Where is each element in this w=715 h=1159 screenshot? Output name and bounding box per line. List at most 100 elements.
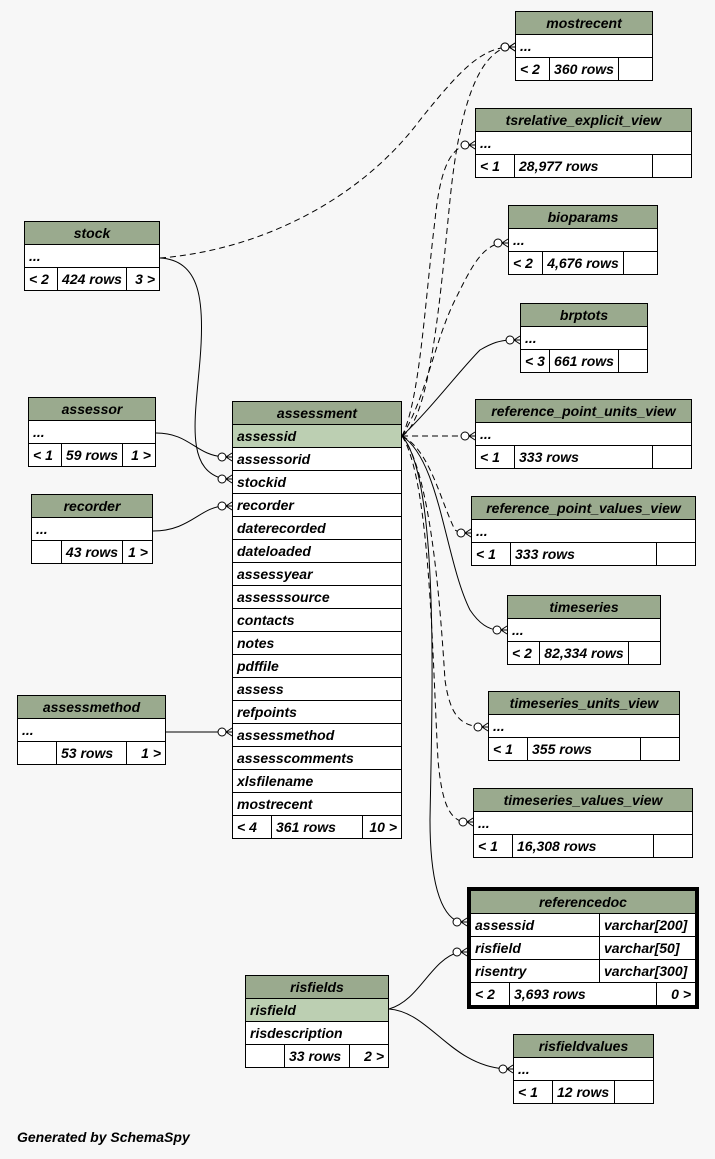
column-row[interactable]: ... bbox=[489, 715, 679, 738]
children-count: 10 > bbox=[362, 816, 401, 838]
table-title[interactable]: timeseries_values_view bbox=[474, 789, 692, 812]
column-row[interactable]: ... bbox=[521, 327, 647, 350]
column-row[interactable]: ... bbox=[25, 245, 159, 268]
column-row[interactable]: recorder bbox=[233, 494, 401, 517]
column-name: risfield bbox=[250, 1002, 296, 1018]
table-bioparams[interactable]: bioparams... < 2 4,676 rows bbox=[508, 205, 658, 275]
column-row[interactable]: assessorid bbox=[233, 448, 401, 471]
table-title[interactable]: referencedoc bbox=[471, 891, 695, 914]
relationship-assessment-to-timeseries_values_view bbox=[401, 435, 466, 823]
relationship-end-marker bbox=[460, 140, 470, 150]
row-count: 53 rows bbox=[56, 742, 126, 764]
table-title[interactable]: mostrecent bbox=[516, 12, 652, 35]
column-row[interactable]: ... bbox=[32, 518, 152, 541]
column-row[interactable]: ... bbox=[474, 812, 692, 835]
relationship-end-marker bbox=[500, 42, 510, 52]
table-title[interactable]: reference_point_values_view bbox=[472, 497, 695, 520]
table-title[interactable]: assessmethod bbox=[18, 696, 165, 719]
parents-count: < 2 bbox=[513, 255, 533, 271]
column-row[interactable]: assesscomments bbox=[233, 747, 401, 770]
column-row[interactable]: ... bbox=[476, 423, 691, 446]
table-title[interactable]: brptots bbox=[521, 304, 647, 327]
column-row[interactable]: pdffile bbox=[233, 655, 401, 678]
column-row[interactable]: mostrecent bbox=[233, 793, 401, 816]
table-title[interactable]: risfields bbox=[246, 976, 388, 999]
table-title[interactable]: assessor bbox=[29, 398, 155, 421]
column-row[interactable]: risfield bbox=[246, 999, 388, 1022]
relationship-end-marker bbox=[505, 335, 515, 345]
column-row[interactable]: ... bbox=[508, 619, 660, 642]
row-count: 82,334 rows bbox=[539, 642, 627, 664]
column-row[interactable]: assessyear bbox=[233, 563, 401, 586]
column-name: ... bbox=[493, 718, 505, 734]
column-row[interactable]: ... bbox=[516, 35, 652, 58]
column-row[interactable]: risdescription bbox=[246, 1022, 388, 1045]
column-name: recorder bbox=[237, 497, 294, 513]
children-count bbox=[653, 835, 692, 857]
column-row[interactable]: assessmethod bbox=[233, 724, 401, 747]
table-title[interactable]: recorder bbox=[32, 495, 152, 518]
column-name: ... bbox=[476, 523, 488, 539]
column-row[interactable]: stockid bbox=[233, 471, 401, 494]
column-row[interactable]: assessid bbox=[233, 425, 401, 448]
column-row[interactable]: ... bbox=[476, 132, 691, 155]
column-row[interactable]: ... bbox=[514, 1058, 653, 1081]
table-title[interactable]: risfieldvalues bbox=[514, 1035, 653, 1058]
column-name: ... bbox=[33, 424, 45, 440]
column-row[interactable]: assesssource bbox=[233, 586, 401, 609]
column-row[interactable]: ... bbox=[18, 719, 165, 742]
table-title[interactable]: timeseries bbox=[508, 596, 660, 619]
relationship-assessment-to-reference_point_values_view bbox=[401, 435, 464, 534]
parents-count: < 1 bbox=[33, 447, 53, 463]
column-row[interactable]: contacts bbox=[233, 609, 401, 632]
column-type: varchar[200] bbox=[599, 914, 695, 936]
table-title[interactable]: assessment bbox=[233, 402, 401, 425]
column-row[interactable]: ... bbox=[29, 421, 155, 444]
children-count: 1 > bbox=[122, 444, 155, 466]
table-title[interactable]: timeseries_units_view bbox=[489, 692, 679, 715]
column-row[interactable]: assess bbox=[233, 678, 401, 701]
column-row[interactable]: daterecorded bbox=[233, 517, 401, 540]
row-count: 12 rows bbox=[552, 1081, 614, 1103]
parents-count: < 1 bbox=[480, 158, 500, 174]
column-row[interactable]: ... bbox=[509, 229, 657, 252]
table-title[interactable]: bioparams bbox=[509, 206, 657, 229]
column-row[interactable]: ... bbox=[472, 520, 695, 543]
table-title[interactable]: stock bbox=[25, 222, 159, 245]
parents-count: < 1 bbox=[480, 449, 500, 465]
row-count: 4,676 rows bbox=[542, 252, 623, 274]
column-row[interactable]: notes bbox=[233, 632, 401, 655]
table-title[interactable]: tsrelative_explicit_view bbox=[476, 109, 691, 132]
column-row[interactable]: xlsfilename bbox=[233, 770, 401, 793]
column-row[interactable]: refpoints bbox=[233, 701, 401, 724]
column-row[interactable]: dateloaded bbox=[233, 540, 401, 563]
table-title[interactable]: reference_point_units_view bbox=[476, 400, 691, 423]
relationship-end-marker bbox=[460, 431, 470, 441]
column-name: ... bbox=[29, 248, 41, 264]
column-name: ... bbox=[36, 521, 48, 537]
